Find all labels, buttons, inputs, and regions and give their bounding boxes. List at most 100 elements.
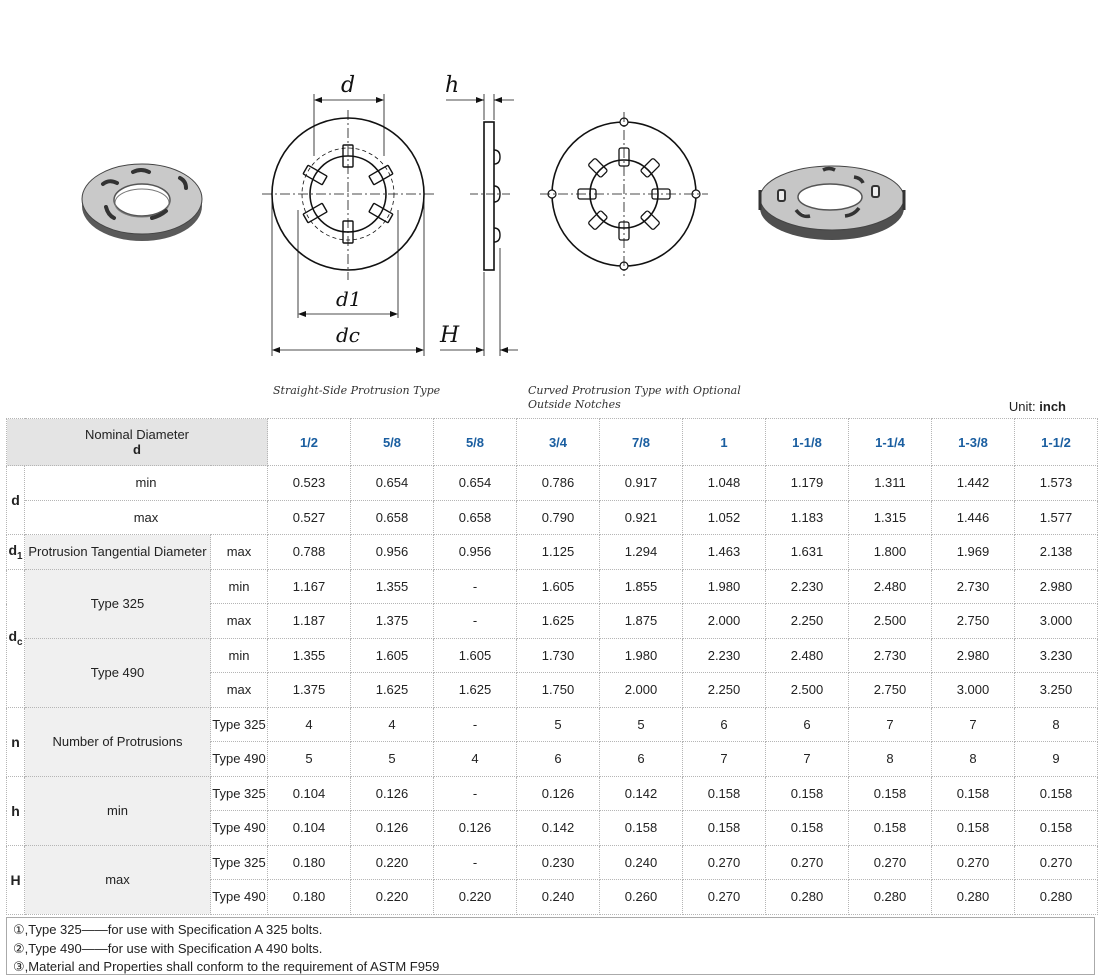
value-cell: 0.158: [599, 810, 683, 846]
side-view: [440, 94, 518, 356]
type-label: Type 490: [210, 810, 268, 846]
value-cell: 2.500: [848, 603, 932, 639]
value-cell: 0.790: [516, 499, 600, 535]
value-cell: 1.463: [682, 534, 766, 570]
value-cell: 0.142: [599, 775, 683, 811]
value-cell: 0.956: [433, 534, 517, 570]
dim-label-dc: dc: [336, 323, 360, 347]
value-cell: -: [433, 603, 517, 639]
value-cell: -: [433, 844, 517, 880]
value-cell: 0.527: [267, 499, 351, 535]
size-header: 1-3/8: [931, 418, 1015, 466]
notes-box: ①,Type 325——for use with Specification A…: [6, 917, 1095, 975]
value-cell: 1.187: [267, 603, 351, 639]
qualifier-cell: max: [24, 499, 268, 535]
value-cell: 5: [599, 706, 683, 742]
value-cell: 1.446: [931, 499, 1015, 535]
value-cell: 2.250: [765, 603, 849, 639]
value-cell: 0.280: [848, 879, 932, 915]
value-cell: 0.220: [350, 844, 434, 880]
value-cell: 2.250: [682, 672, 766, 708]
dim-label-d1: d1: [336, 287, 362, 311]
value-cell: 3.000: [1014, 603, 1098, 639]
value-cell: 0.180: [267, 879, 351, 915]
value-cell: 0.280: [931, 879, 1015, 915]
value-cell: 0.126: [516, 775, 600, 811]
value-cell: 1.605: [433, 637, 517, 673]
value-cell: 0.220: [433, 879, 517, 915]
group-label: Type 325: [24, 568, 211, 639]
value-cell: 7: [848, 706, 932, 742]
symbol-cell: h: [6, 775, 25, 846]
value-cell: 0.917: [599, 465, 683, 501]
value-cell: 1.183: [765, 499, 849, 535]
value-cell: 1.355: [267, 637, 351, 673]
value-cell: 0.280: [765, 879, 849, 915]
value-cell: 1.048: [682, 465, 766, 501]
caption-curved-line1: Curved Protrusion Type with Optional: [528, 384, 741, 397]
value-cell: 0.270: [1014, 844, 1098, 880]
value-cell: 0.523: [267, 465, 351, 501]
nominal-diameter-label: Nominal Diameter: [84, 427, 190, 442]
value-cell: 0.220: [350, 879, 434, 915]
value-cell: 1.855: [599, 568, 683, 604]
size-header: 1-1/4: [848, 418, 932, 466]
washer-technical-drawing: d d1 dc h H: [81, 73, 906, 356]
value-cell: 0.158: [765, 775, 849, 811]
dim-label-h: h: [445, 73, 459, 98]
note-2: ②,Type 490——for use with Specification A…: [13, 940, 323, 956]
size-header: 1: [682, 418, 766, 466]
value-cell: 8: [848, 741, 932, 777]
value-cell: 5: [350, 741, 434, 777]
value-cell: 0.270: [848, 844, 932, 880]
straight-side-front-view: [262, 94, 434, 356]
value-cell: 0.786: [516, 465, 600, 501]
value-cell: 1.605: [516, 568, 600, 604]
symbol-text: d: [8, 628, 17, 644]
value-cell: 1.375: [350, 603, 434, 639]
value-cell: 2.980: [1014, 568, 1098, 604]
value-cell: -: [433, 775, 517, 811]
value-cell: 8: [1014, 706, 1098, 742]
value-cell: 0.654: [433, 465, 517, 501]
value-cell: 0.158: [682, 775, 766, 811]
value-cell: 2.750: [931, 603, 1015, 639]
value-cell: 2.138: [1014, 534, 1098, 570]
group-label: Number of Protrusions: [24, 706, 211, 777]
value-cell: 6: [682, 706, 766, 742]
value-cell: 1.605: [350, 637, 434, 673]
value-cell: 2.230: [765, 568, 849, 604]
value-cell: 9: [1014, 741, 1098, 777]
value-cell: 1.969: [931, 534, 1015, 570]
value-cell: 1.294: [599, 534, 683, 570]
size-header: 5/8: [433, 418, 517, 466]
value-cell: 2.230: [682, 637, 766, 673]
value-cell: 2.480: [848, 568, 932, 604]
value-cell: 0.270: [682, 844, 766, 880]
symbol-cell: dc: [6, 568, 25, 708]
row-label: Protrusion Tangential Diameter: [24, 534, 211, 570]
value-cell: 1.625: [433, 672, 517, 708]
caption-straight-side: Straight-Side Protrusion Type: [273, 384, 441, 397]
value-cell: 2.000: [682, 603, 766, 639]
value-cell: 2.000: [599, 672, 683, 708]
value-cell: 1.573: [1014, 465, 1098, 501]
value-cell: 0.270: [931, 844, 1015, 880]
qualifier-cell: max: [210, 603, 268, 639]
value-cell: 0.270: [682, 879, 766, 915]
value-cell: 1.355: [350, 568, 434, 604]
washer-3d-view-right: [758, 165, 906, 240]
value-cell: 2.500: [765, 672, 849, 708]
value-cell: 0.158: [931, 810, 1015, 846]
caption-curved-line2: Outside Notches: [528, 398, 621, 411]
symbol-cell: d: [6, 465, 25, 535]
value-cell: 3.230: [1014, 637, 1098, 673]
